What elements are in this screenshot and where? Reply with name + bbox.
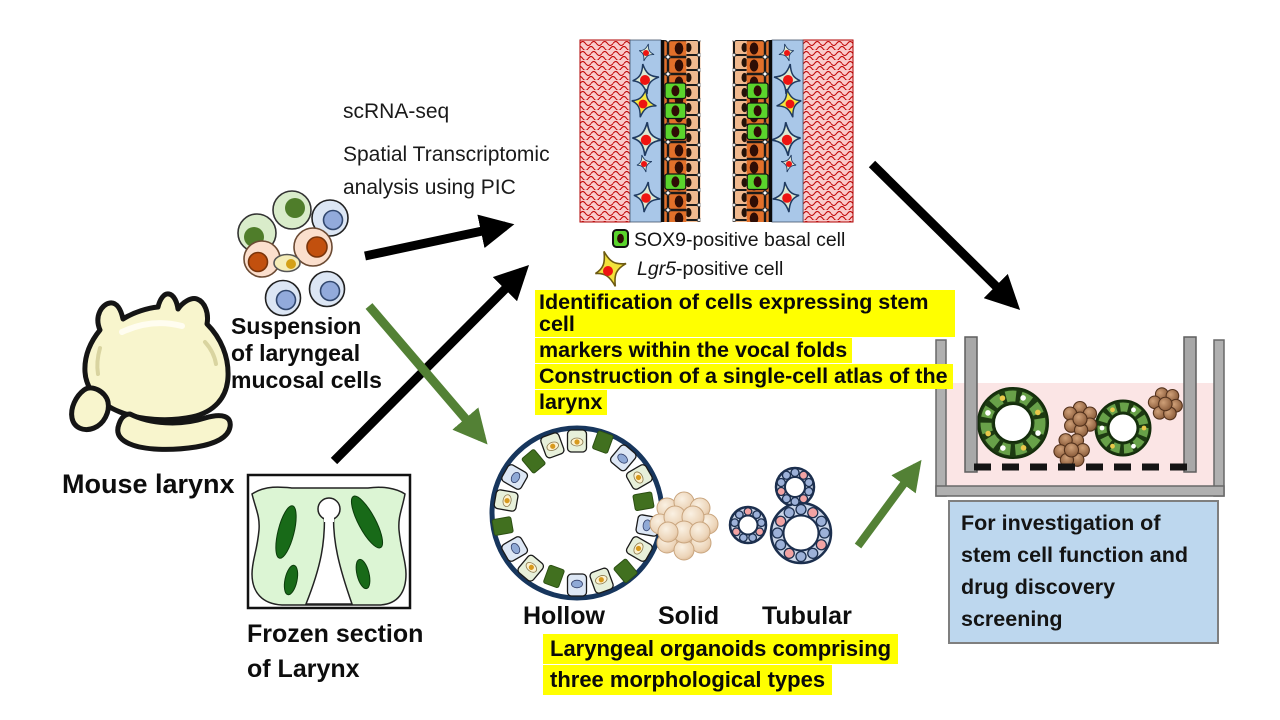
organoid-type-hollow: Hollow bbox=[523, 602, 605, 630]
well-organoid-hollow-2 bbox=[1094, 399, 1152, 457]
arrow-suspension-to-organoids bbox=[365, 303, 488, 445]
application-box: For investigation of stem cell function … bbox=[948, 500, 1219, 644]
well-organoid-solid bbox=[1062, 400, 1098, 438]
vocal-fold-histology-illustration bbox=[580, 40, 853, 222]
atlas-line4: larynx bbox=[535, 390, 608, 415]
frozen-section-label: Frozen section of Larynx bbox=[247, 620, 424, 683]
mouse-larynx-label: Mouse larynx bbox=[62, 469, 235, 499]
tubular-organoid-illustration bbox=[728, 466, 833, 565]
organoid-type-solid: Solid bbox=[658, 602, 720, 630]
atlas-line2: markers within the vocal folds bbox=[535, 338, 853, 363]
application-line3: drug discovery screening bbox=[961, 575, 1116, 631]
organoid-finding-text: Laryngeal organoids comprising three mor… bbox=[543, 634, 899, 696]
organoid-line2: three morphological types bbox=[543, 665, 833, 695]
mouse-larynx-illustration bbox=[69, 291, 233, 452]
cell-suspension-illustration bbox=[237, 190, 349, 317]
sox9-basal-cell-icon bbox=[612, 229, 629, 248]
arrow-frozen-to-histology bbox=[330, 264, 530, 465]
atlas-line1: Identification of cells expressing stem … bbox=[535, 290, 955, 337]
organoid-type-tubular: Tubular bbox=[762, 602, 852, 630]
method-scrnaseq: scRNA-seq bbox=[343, 100, 450, 123]
hollow-organoid-illustration bbox=[489, 425, 665, 601]
arrow-organoids-to-well bbox=[854, 459, 922, 549]
arrow-histology-to-well bbox=[868, 160, 1021, 311]
frozen-section-illustration bbox=[246, 473, 412, 610]
culture-well-illustration bbox=[935, 336, 1225, 497]
atlas-finding-text: Identification of cells expressing stem … bbox=[535, 290, 955, 416]
legend-sox9-label: SOX9-positive basal cell bbox=[634, 229, 846, 251]
suspension-label: Suspension of laryngeal mucosal cells bbox=[231, 313, 382, 393]
application-line2: stem cell function and bbox=[961, 543, 1188, 567]
atlas-line3: Construction of a single-cell atlas of t… bbox=[535, 364, 953, 389]
method-spatial-line2: analysis using PIC bbox=[343, 176, 516, 199]
lgr5-cell-icon bbox=[588, 245, 633, 292]
method-spatial-line1: Spatial Transcriptomic bbox=[343, 143, 550, 166]
arrow-suspension-to-histology bbox=[364, 214, 515, 261]
well-organoid-hollow-1 bbox=[977, 387, 1049, 459]
organoid-line1: Laryngeal organoids comprising bbox=[543, 634, 899, 664]
legend-lgr5-label: Lgr5-positive cell bbox=[637, 258, 783, 281]
application-line1: For investigation of bbox=[961, 511, 1161, 535]
solid-organoid-illustration bbox=[649, 491, 719, 561]
legend-lgr5-suffix: -positive cell bbox=[676, 258, 784, 280]
legend-lgr5-gene: Lgr5 bbox=[637, 258, 677, 280]
